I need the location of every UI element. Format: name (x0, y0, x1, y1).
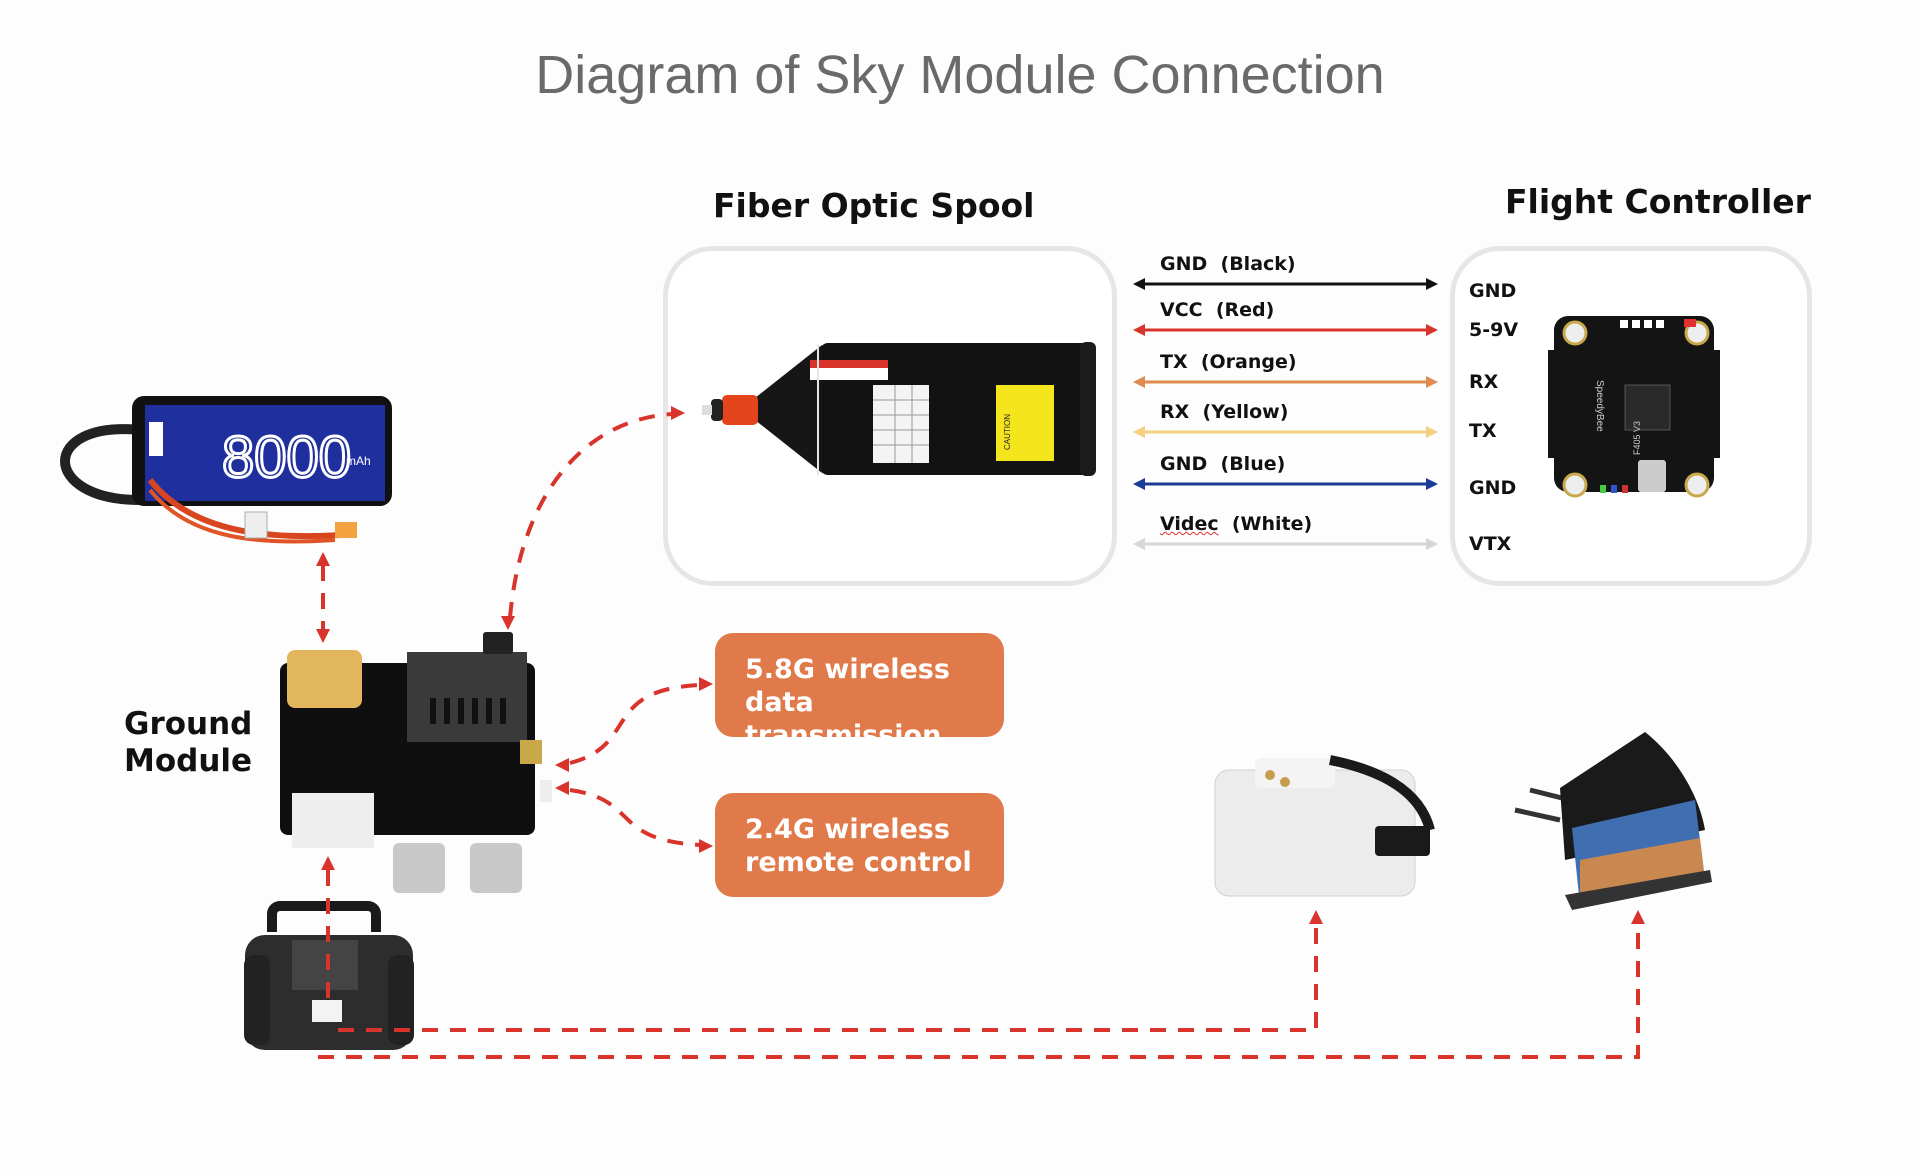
wireless-24g-link (569, 788, 701, 847)
wireless-24g-box: 2.4G wireless remote control (715, 793, 1004, 897)
wire-color-name: (Blue) (1207, 453, 1286, 475)
arrowhead-right (671, 406, 685, 420)
wire-name: Videc (1160, 513, 1219, 535)
ground-spool-link (508, 412, 673, 619)
ground-module-board-icon (280, 632, 552, 893)
diagram-title: Diagram of Sky Module Connection (535, 45, 1385, 105)
arrowhead-up (1631, 910, 1645, 924)
ground-module-label: Ground Module (124, 706, 252, 780)
wire-name: RX (1160, 401, 1190, 423)
arrowhead-right (1426, 478, 1438, 490)
wire-name: TX (1160, 351, 1188, 373)
arrowhead-right (1426, 278, 1438, 290)
arrowhead-down (316, 629, 330, 643)
wire-name: GND (1160, 253, 1208, 275)
wire-color-name: (Yellow) (1189, 401, 1289, 423)
arrowhead-left (1133, 478, 1145, 490)
wire-arrow (1133, 426, 1438, 438)
spool-heading: Fiber Optic Spool (713, 186, 1035, 225)
wireless-58g-link (569, 683, 701, 765)
fc-pin-label: RX (1469, 371, 1499, 393)
fc-brand-label: SpeedyBee (1594, 380, 1605, 432)
wireless-24g-line1: 2.4G wireless (745, 814, 950, 845)
wire-color-name: (White) (1218, 513, 1313, 535)
fc-model-label: F405 V3 (1632, 421, 1642, 455)
wire-arrow (1133, 324, 1438, 336)
arrowhead-up (321, 856, 335, 870)
arrowhead-right (1426, 426, 1438, 438)
arrowhead-right (699, 839, 713, 853)
arrowhead-left (555, 758, 569, 772)
arrowhead-left (1133, 376, 1145, 388)
wire-label: GND (Black) (1160, 253, 1296, 275)
lipo-battery-icon: 8000 mAh (60, 396, 392, 544)
remote-goggles-link (338, 925, 1318, 1032)
arrowhead-left (1133, 278, 1145, 290)
wireless-58g-line1: 5.8G wireless (745, 654, 950, 685)
arrowhead-left (1133, 324, 1145, 336)
wire-label: GND (Blue) (1160, 453, 1285, 475)
fc-pin-label: VTX (1469, 533, 1512, 555)
wireless-24g-line2: remote control (745, 847, 972, 878)
arrowhead-left (555, 781, 569, 795)
arrowhead-up (1309, 910, 1323, 924)
wire-color-name: (Black) (1207, 253, 1296, 275)
remote-monitor-link (318, 925, 1640, 1059)
wire-label: Videc (White) (1160, 513, 1312, 535)
arrowhead-left (1133, 426, 1145, 438)
arrowhead-left (1133, 538, 1145, 550)
flight-controller-board-icon: SpeedyBee F405 V3 (1548, 316, 1720, 498)
fc-pin-label: GND (1469, 477, 1517, 499)
wire-color-name: (Red) (1202, 299, 1275, 321)
wire-label: VCC (Red) (1160, 299, 1274, 321)
connection-dashes (316, 406, 1645, 1059)
wire-arrows (1133, 278, 1438, 550)
arrowhead-right (699, 677, 713, 691)
arrowhead-up (316, 552, 330, 566)
wire-name: VCC (1160, 299, 1203, 321)
fpv-goggles-icon (1214, 755, 1435, 897)
wireless-58g-box: 5.8G wireless data transmission (715, 633, 1004, 751)
arrowhead-right (1426, 538, 1438, 550)
fc-pin-label: 5-9V (1469, 319, 1519, 341)
flight-controller-heading: Flight Controller (1505, 182, 1811, 221)
fiber-spool-icon: CAUTION (702, 342, 1096, 476)
arrowhead-down (501, 616, 515, 630)
fc-pin-label: GND (1469, 280, 1517, 302)
wire-name: GND (1160, 453, 1208, 475)
wire-label: RX (Yellow) (1160, 401, 1288, 423)
spool-caution-label: CAUTION (1003, 414, 1012, 450)
wire-color-name: (Orange) (1187, 351, 1297, 373)
ground-module-label-line1: Ground (124, 706, 253, 742)
wire-label: TX (Orange) (1160, 351, 1297, 373)
battery-capacity: 8000 (222, 425, 351, 490)
fc-pin-label: TX (1469, 420, 1497, 442)
wire-arrow (1133, 478, 1438, 490)
battery-unit: mAh (346, 454, 371, 468)
arrowhead-right (1426, 324, 1438, 336)
arrowhead-right (1426, 376, 1438, 388)
wire-arrow (1133, 278, 1438, 290)
wireless-58g-line2: data transmission (745, 687, 942, 751)
ground-module-label-line2: Module (124, 743, 253, 779)
fpv-monitor-icon (1514, 732, 1712, 910)
wire-arrow (1133, 538, 1438, 550)
wire-arrow (1133, 376, 1438, 388)
